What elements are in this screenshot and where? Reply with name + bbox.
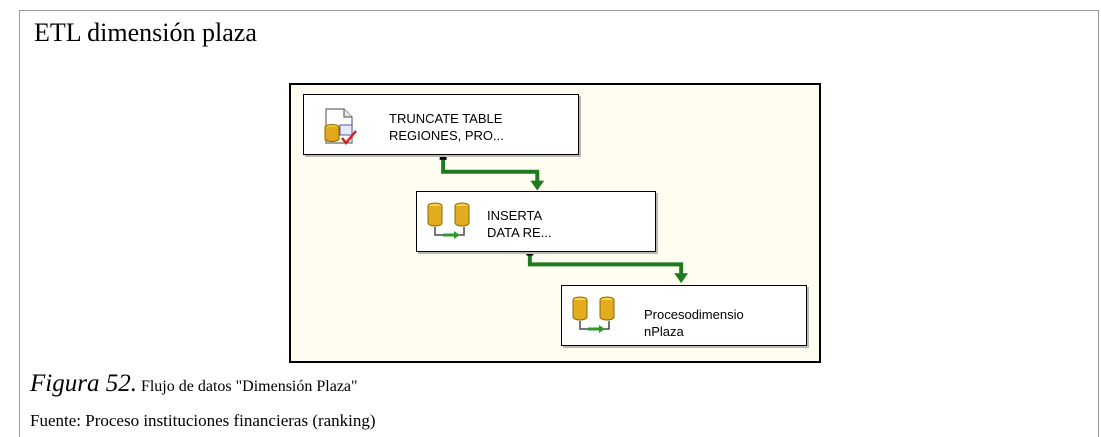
control-flow-canvas: TRUNCATE TABLE REGIONES, PRO... INSERTA … [289, 83, 821, 363]
connector-2[interactable] [526, 248, 689, 284]
task-inserta-data[interactable]: INSERTA DATA RE... [416, 191, 656, 252]
figure-title: ETL dimensión plaza [34, 18, 257, 47]
figure-caption: Figura 52. Flujo de datos "Dimensión Pla… [30, 370, 358, 398]
connector-1[interactable] [439, 153, 545, 191]
sql-task-icon [320, 107, 360, 152]
task-label: TRUNCATE TABLE REGIONES, PRO... [389, 111, 504, 143]
task-label: Procesodimensio nPlaza [644, 307, 744, 339]
figure-caption-text: Flujo de datos "Dimensión Plaza" [140, 378, 358, 395]
task-truncate-table[interactable]: TRUNCATE TABLE REGIONES, PRO... [303, 94, 579, 155]
task-proceso-dimension-plaza[interactable]: Procesodimensio nPlaza [561, 285, 807, 346]
precedence-connectors [439, 153, 689, 284]
task-label: INSERTA DATA RE... [487, 208, 552, 240]
data-flow-icon [571, 295, 617, 342]
figure-source: Fuente: Proceso instituciones financiera… [30, 411, 376, 430]
data-flow-icon [426, 201, 472, 248]
figure-number: Figura 52. [30, 370, 137, 397]
figure-frame [19, 10, 1099, 437]
